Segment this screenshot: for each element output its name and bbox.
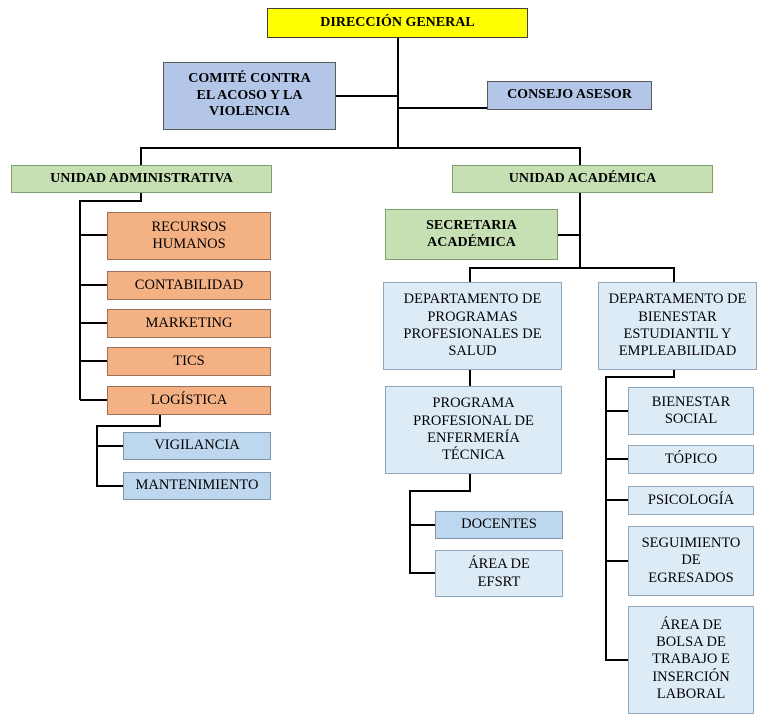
connector-departments [469, 267, 675, 282]
node-topico: TÓPICO [628, 445, 754, 474]
connector-admin-spine [79, 193, 142, 400]
connector-bienestar-spine [605, 370, 675, 661]
node-depto-programas: DEPARTAMENTO DE PROGRAMAS PROFESIONALES … [383, 282, 562, 370]
node-direccion-general: DIRECCIÓN GENERAL [267, 8, 528, 38]
node-area-efsrt: ÁREA DE EFSRT [435, 550, 563, 597]
node-vigilancia: VIGILANCIA [123, 432, 271, 460]
node-docentes: DOCENTES [435, 511, 563, 539]
connector-logistica-sub [96, 414, 161, 487]
node-recursos-humanos: RECURSOS HUMANOS [107, 212, 271, 260]
node-logistica: LOGÍSTICA [107, 386, 271, 415]
node-tics: TICS [107, 347, 271, 376]
node-unidad-administrativa: UNIDAD ADMINISTRATIVA [11, 165, 272, 193]
node-bienestar-social: BIENESTAR SOCIAL [628, 387, 754, 435]
node-secretaria-academica: SECRETARIA ACADÉMICA [385, 209, 558, 260]
node-bolsa-trabajo: ÁREA DE BOLSA DE TRABAJO E INSERCIÓN LAB… [628, 606, 754, 714]
node-mantenimiento: MANTENIMIENTO [123, 472, 271, 500]
node-contabilidad: CONTABILIDAD [107, 271, 271, 300]
node-comite: COMITÉ CONTRA EL ACOSO Y LA VIOLENCIA [163, 62, 336, 130]
connector-consejo [397, 96, 487, 109]
connector-units [140, 147, 581, 165]
node-seguimiento-egresados: SEGUIMIENTO DE EGRESADOS [628, 526, 754, 596]
node-consejo-asesor: CONSEJO ASESOR [487, 81, 652, 110]
connector-programa-sub [409, 474, 471, 574]
node-depto-bienestar: DEPARTAMENTO DE BIENESTAR ESTUDIANTIL Y … [598, 282, 757, 370]
node-unidad-academica: UNIDAD ACADÉMICA [452, 165, 713, 193]
node-marketing: MARKETING [107, 309, 271, 338]
node-programa-enfermeria: PROGRAMA PROFESIONAL DE ENFERMERÍA TÉCNI… [385, 386, 562, 474]
node-psicologia: PSICOLOGÍA [628, 486, 754, 515]
